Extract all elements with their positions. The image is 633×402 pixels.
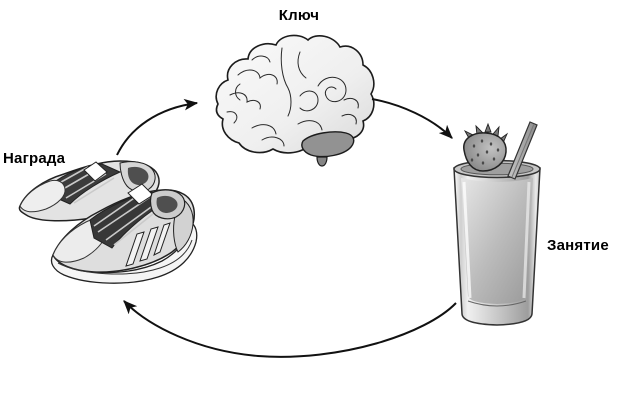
- arrow-cue-to-routine: [371, 98, 453, 139]
- cycle-arrows: [116, 98, 457, 358]
- brain-icon: [215, 34, 375, 167]
- smoothie-glass-icon: [453, 121, 541, 326]
- label-reward: Награда: [3, 150, 66, 167]
- running-shoes-icon: [18, 160, 198, 284]
- label-cue: Ключ: [278, 7, 320, 24]
- arrow-routine-to-reward: [123, 300, 457, 358]
- arrow-reward-to-cue: [116, 98, 199, 156]
- label-routine: Занятие: [547, 237, 609, 254]
